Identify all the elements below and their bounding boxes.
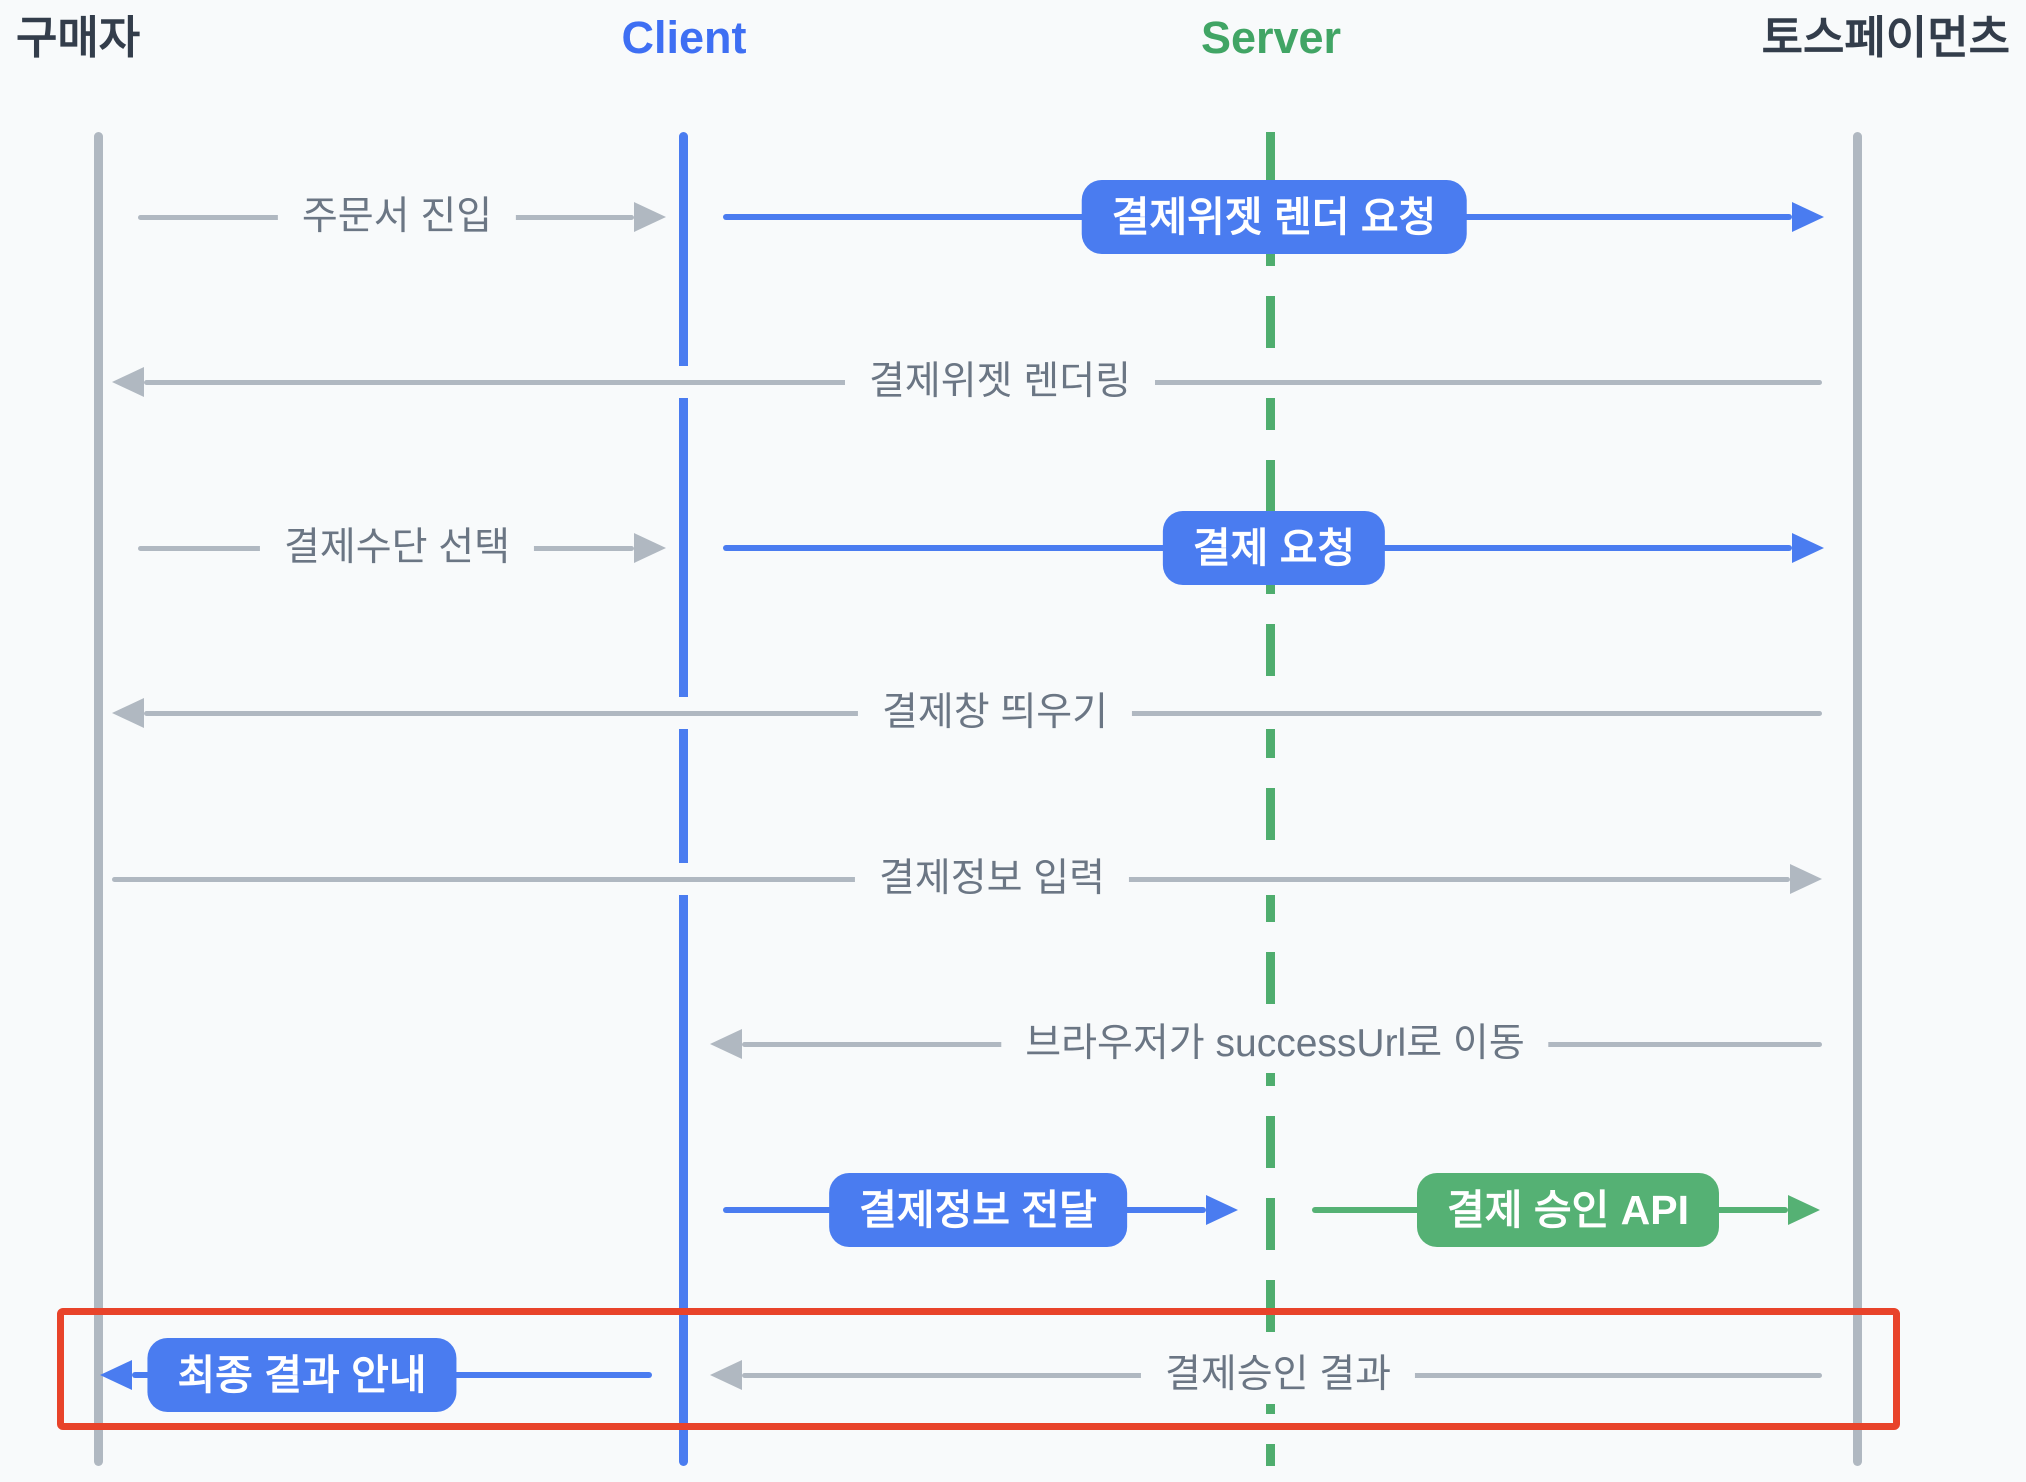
msg4-arrowhead-left-icon [112, 698, 144, 728]
msg3b-arrowhead-right-icon [1792, 533, 1824, 563]
msg2-label: 결제위젯 렌더링 [845, 353, 1155, 411]
msg2-arrowhead-left-icon [112, 367, 144, 397]
lifeline-tosspayments [1853, 132, 1862, 1466]
lifeline-client [679, 132, 688, 1466]
lifeline-buyer [94, 132, 103, 1466]
actor-header-client: Client [621, 12, 747, 63]
msg3-arrowhead-right-icon [634, 533, 666, 563]
msg7a-arrowhead-right-icon [1206, 1195, 1238, 1225]
highlight-box [57, 1308, 1900, 1430]
msg3-label: 결제수단 선택 [259, 519, 535, 577]
actor-header-buyer: 구매자 [16, 12, 141, 63]
msg8b-arrowhead-left-icon [710, 1360, 742, 1390]
msg8b-label: 결제승인 결과 [1140, 1346, 1416, 1404]
msg4-label: 결제창 띄우기 [857, 684, 1133, 742]
msg5-label: 결제정보 입력 [854, 850, 1130, 908]
msg1b-arrowhead-right-icon [1792, 202, 1824, 232]
msg6-arrowhead-left-icon [710, 1029, 742, 1059]
msg3b-pill: 결제 요청 [1162, 511, 1386, 585]
msg1-arrowhead-right-icon [634, 202, 666, 232]
msg5-arrowhead-right-icon [1790, 864, 1822, 894]
lifeline-server [1266, 132, 1275, 1466]
actor-header-tosspayments: 토스페이먼츠 [1761, 12, 2010, 63]
msg7a-pill: 결제정보 전달 [829, 1173, 1127, 1247]
msg8a-pill: 최종 결과 안내 [147, 1338, 457, 1412]
msg1-label: 주문서 진입 [277, 188, 517, 246]
msg8a-arrowhead-left-icon [100, 1360, 132, 1390]
msg1b-pill: 결제위젯 렌더 요청 [1081, 180, 1467, 254]
msg7b-arrowhead-right-icon [1788, 1195, 1820, 1225]
msg6-label: 브라우저가 successUrl로 이동 [1001, 1015, 1549, 1073]
actor-header-server: Server [1200, 12, 1342, 63]
msg7b-pill: 결제 승인 API [1416, 1173, 1720, 1247]
